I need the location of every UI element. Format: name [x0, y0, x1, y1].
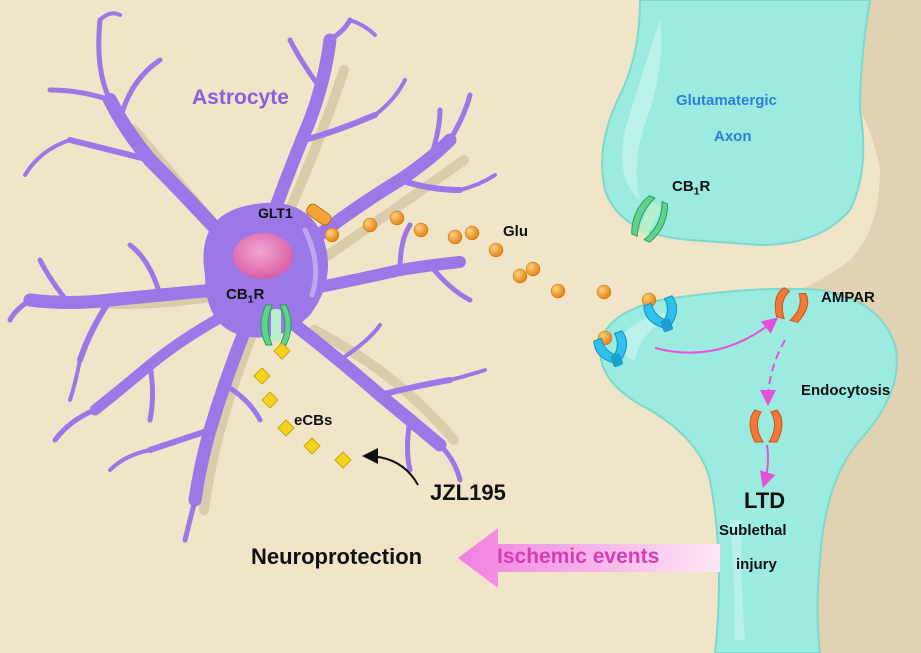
ampar-membrane [774, 287, 809, 323]
axon-terminal-highlight [622, 20, 662, 200]
axon-label-line2: Axon [714, 128, 752, 145]
sublethal-label: Sublethal [719, 522, 787, 539]
blue-receptor-2 [593, 330, 628, 368]
glu-label: Glu [503, 223, 528, 240]
ampar-internalized [749, 409, 783, 443]
ecbs-label: eCBs [294, 412, 333, 429]
cb1r-astro-sub: 1 [247, 293, 254, 306]
cb1r-axon-tail: R [699, 178, 711, 195]
cb1r-astrocyte-receptor [260, 304, 292, 346]
ltd-arrow [759, 444, 776, 488]
postsynaptic-highlight [620, 310, 680, 360]
blue-receptor-1 [643, 295, 678, 333]
postsynaptic-highlight-2 [730, 520, 745, 640]
axon-terminal [601, 0, 872, 247]
cb1r-astro-label: CB1R [226, 286, 265, 306]
jzl195-label: JZL195 [430, 480, 506, 505]
jzl195-arrow [362, 448, 419, 486]
postsynaptic-spine [598, 287, 898, 653]
cb1r-axon-sub: 1 [693, 185, 700, 198]
glt1-label: GLT1 [258, 205, 293, 221]
cb1r-astro-main: CB [226, 286, 248, 303]
injury-label: injury [736, 556, 777, 573]
ampar-label: AMPAR [821, 289, 875, 306]
glt1-transporter [306, 203, 332, 226]
ischemic-arrow [458, 528, 720, 588]
ecb-molecules [253, 342, 352, 469]
ischemic-events-label: Ischemic events [497, 545, 660, 568]
ltd-label: LTD [744, 488, 786, 513]
cb1r-axon-receptor [631, 195, 669, 243]
cb1r-axon-label: CB1R [672, 178, 711, 198]
cb1r-axon-main: CB [672, 178, 694, 195]
cb1r-astro-tail: R [253, 286, 265, 303]
endocytosis-arrow [760, 339, 786, 406]
axon-label-line1: Glutamatergic [676, 92, 777, 109]
neuroprotection-label: Neuroprotection [251, 544, 423, 569]
astrocyte-processes [7, 11, 497, 543]
astrocyte-highlight [302, 227, 319, 298]
astrocyte-label: Astrocyte [192, 86, 289, 109]
endocytosis-label: Endocytosis [801, 382, 891, 399]
activation-arrow [654, 317, 779, 354]
astrocyte-nucleus [233, 233, 293, 279]
